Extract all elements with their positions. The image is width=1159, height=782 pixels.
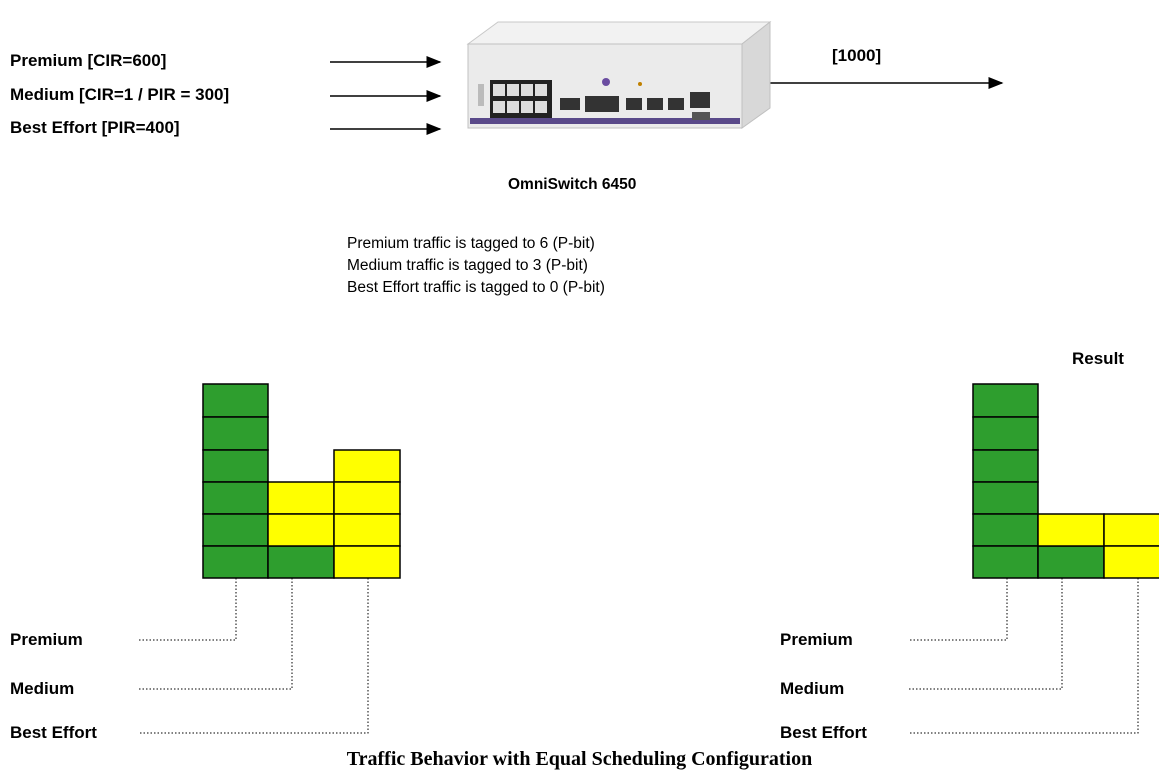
switch-device-icon [466, 20, 772, 129]
notes-block: Premium traffic is tagged to 6 (P-bit) M… [347, 233, 605, 299]
left-stack [202, 383, 401, 579]
note-best-effort: Best Effort traffic is tagged to 0 (P-bi… [347, 279, 605, 296]
left-label-premium: Premium [10, 630, 83, 649]
right-label-premium: Premium [780, 630, 853, 649]
left-best-effort-block [333, 481, 401, 515]
left-label-best-effort: Best Effort [10, 723, 97, 742]
figure-caption: Traffic Behavior with Equal Scheduling C… [346, 748, 813, 770]
right-stack [972, 383, 1159, 579]
left-best-effort-block [333, 513, 401, 547]
input-label-premium: Premium [CIR=600] [10, 51, 167, 70]
right-label-medium: Medium [780, 679, 845, 698]
right-premium-block [972, 545, 1039, 579]
left-medium-block [267, 545, 335, 579]
left-premium-block [202, 545, 269, 579]
right-premium-block [972, 449, 1039, 483]
right-medium-block [1037, 513, 1105, 547]
input-label-best-effort: Best Effort [PIR=400] [10, 118, 180, 137]
right-premium-block [972, 383, 1039, 418]
left-premium-block [202, 481, 269, 515]
output-rate-label: [1000] [832, 46, 882, 65]
left-premium-block [202, 449, 269, 483]
left-medium-block [267, 481, 335, 515]
left-best-effort-block [333, 449, 401, 483]
left-premium-block [202, 416, 269, 451]
right-premium-block [972, 513, 1039, 547]
input-label-medium: Medium [CIR=1 / PIR = 300] [10, 85, 230, 104]
left-connectors [138, 578, 369, 734]
left-label-medium: Medium [10, 679, 75, 698]
left-medium-block [267, 513, 335, 547]
right-best-effort-block [1103, 513, 1159, 547]
result-title: Result [1072, 349, 1124, 368]
switch-name: OmniSwitch 6450 [508, 176, 637, 193]
right-premium-block [972, 416, 1039, 451]
right-medium-block [1037, 545, 1105, 579]
right-label-best-effort: Best Effort [780, 723, 867, 742]
right-connectors [908, 578, 1139, 734]
right-premium-block [972, 481, 1039, 515]
left-best-effort-block [333, 545, 401, 579]
left-premium-block [202, 513, 269, 547]
right-best-effort-block [1103, 545, 1159, 579]
left-premium-block [202, 383, 269, 418]
note-medium: Medium traffic is tagged to 3 (P-bit) [347, 257, 588, 274]
note-premium: Premium traffic is tagged to 6 (P-bit) [347, 235, 595, 252]
